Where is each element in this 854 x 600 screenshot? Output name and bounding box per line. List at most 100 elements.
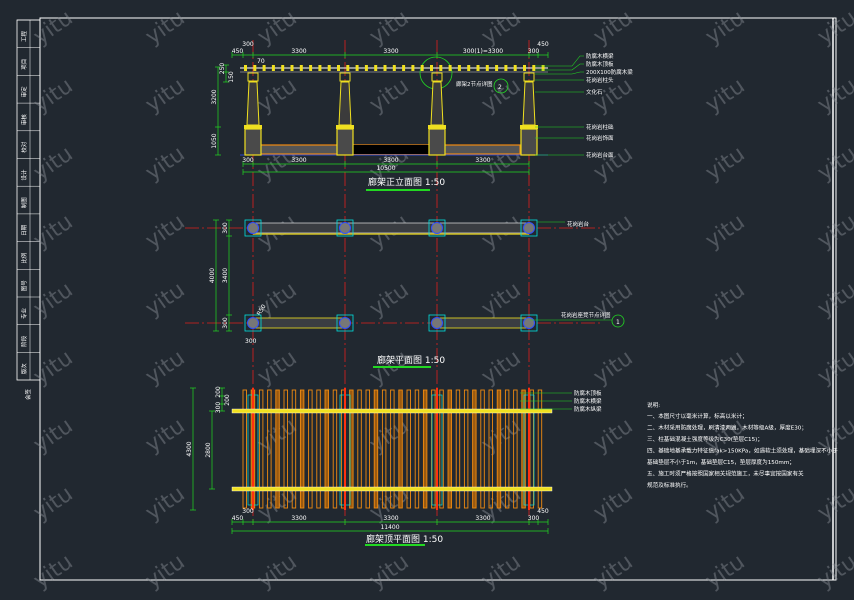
roof-batten: [447, 389, 452, 509]
strip-cell: 版次: [20, 363, 28, 375]
elevation-total-dim: 10500: [376, 165, 395, 172]
roof-left-dim: 200: [215, 386, 222, 398]
roof-batten: [381, 389, 387, 509]
watermark-text: yitu: [141, 278, 190, 322]
roof-batten: [267, 389, 272, 509]
strip-cell: 校对: [20, 141, 28, 153]
plan-callout-2: 花岗岩座凳节点详图: [561, 311, 611, 319]
watermark-text: yitu: [253, 346, 302, 390]
roof-callout: 防腐木横梁: [574, 397, 602, 405]
watermark-text: yitu: [141, 482, 190, 526]
elevation-callout: 花岗岩柱头: [586, 76, 614, 84]
note-line: 四、基础地基承载力特征值fak>150KPa，如遇软土须处理，基础埋深不小于: [647, 447, 838, 455]
roof-batten: [439, 389, 444, 509]
note-line: 三、柱基础混凝土强度等级为C30(垫层C15)；: [647, 435, 763, 443]
column-pedestal: [520, 128, 538, 156]
watermark-text: yitu: [701, 6, 750, 50]
watermark-text: yitu: [701, 550, 750, 594]
roof-batten: [299, 65, 303, 71]
column-base-cap: [336, 125, 354, 129]
watermark-text: yitu: [29, 278, 78, 322]
elevation-callout: 文化石: [586, 88, 603, 96]
elevation-top-dim: 300: [242, 41, 254, 48]
leader-line: [535, 71, 584, 75]
roof-bottom-dim: 3300: [475, 515, 490, 522]
strip-cell: 制图: [20, 197, 28, 209]
spacing-label: 70: [257, 58, 265, 65]
watermark-text: yitu: [701, 278, 750, 322]
roof-batten: [374, 65, 378, 71]
roof-batten: [521, 389, 526, 509]
roof-batten: [316, 389, 321, 509]
post-footing: [428, 314, 446, 332]
elevation-bottom-dim: 3300: [383, 157, 398, 164]
elevation-bottom-dim: 3300: [475, 157, 490, 164]
roof-batten: [485, 65, 489, 71]
roof-plan-title: 廊架顶平面图 1:50: [366, 533, 443, 545]
plan-left-dim: 4000: [209, 268, 216, 283]
roof-left-dim: 300: [215, 402, 222, 414]
elevation-top-dim: 450: [537, 41, 549, 48]
column-section: [247, 317, 259, 329]
watermark-text: yitu: [477, 6, 526, 50]
strip-cell: 审核: [20, 114, 28, 126]
roof-bottom-dim: 3300: [291, 515, 306, 522]
watermark-text: yitu: [29, 482, 78, 526]
watermark-text: yitu: [365, 414, 414, 458]
roof-batten: [523, 65, 526, 71]
roof-bottom-dim: 450: [232, 515, 244, 522]
roof-batten: [532, 65, 536, 71]
post-footing: [520, 219, 538, 237]
elevation-left-dim: 250: [219, 63, 226, 75]
watermark-text: yitu: [29, 550, 78, 594]
roof-batten: [253, 65, 257, 71]
post-cap: [431, 72, 443, 82]
detail-marker-circle: [493, 78, 509, 94]
post-footing: [520, 314, 538, 332]
strip-cell: 阶段: [20, 335, 28, 347]
watermark-text: yitu: [141, 550, 190, 594]
roof-batten: [309, 65, 313, 71]
roof-bottom-dim: 450: [537, 508, 549, 515]
roof-batten: [242, 389, 247, 509]
watermark-text: yitu: [589, 6, 638, 50]
note-line: 五、施工时须严格按照国家相关规范施工，未尽事宜按国家有关: [647, 470, 804, 478]
post-footing: [336, 219, 354, 237]
notes-heading: 说明:: [647, 401, 660, 409]
watermark-text: yitu: [141, 210, 190, 254]
roof-batten: [337, 65, 340, 71]
roof-batten: [271, 65, 275, 71]
roof-batten: [355, 65, 359, 71]
watermark-text: yitu: [253, 550, 302, 594]
plan-callout-1: 花岗岩台: [567, 220, 590, 228]
roof-batten: [541, 65, 545, 71]
detail-marker-circle: [611, 314, 625, 328]
watermark-text: yitu: [141, 346, 190, 390]
strip-cell: 比例: [20, 252, 28, 264]
watermark-text: yitu: [477, 278, 526, 322]
roof-batten: [365, 389, 370, 509]
elevation-bottom-dim: 300: [242, 157, 254, 164]
roof-left-dim: 200: [224, 394, 231, 406]
strip-cell: 专业: [20, 307, 28, 319]
roof-batten: [291, 389, 297, 509]
roof-batten: [414, 389, 420, 509]
roof-batten: [496, 389, 502, 509]
strip-cell: 图号: [20, 280, 28, 292]
watermark-text: yitu: [701, 142, 750, 186]
roof-batten: [357, 389, 362, 509]
plan-bottom-dim: 300: [245, 338, 257, 345]
roof-bottom-dim: 3300: [383, 515, 398, 522]
roof-batten: [281, 65, 285, 71]
roof-batten: [430, 65, 433, 71]
watermark-text: yitu: [477, 74, 526, 118]
watermark-text: yitu: [29, 142, 78, 186]
watermark-text: yitu: [365, 6, 414, 50]
strip-cell: 工程: [20, 30, 28, 42]
roof-batten: [476, 65, 480, 71]
note-line: 二、木材采用防腐处理，刷清漆两遍，木材等级A级，厚度E30；: [647, 424, 807, 432]
elevation-top-dim: 3300: [291, 48, 306, 55]
roof-batten: [364, 65, 368, 71]
elevation-top-dim: 3300: [383, 48, 398, 55]
